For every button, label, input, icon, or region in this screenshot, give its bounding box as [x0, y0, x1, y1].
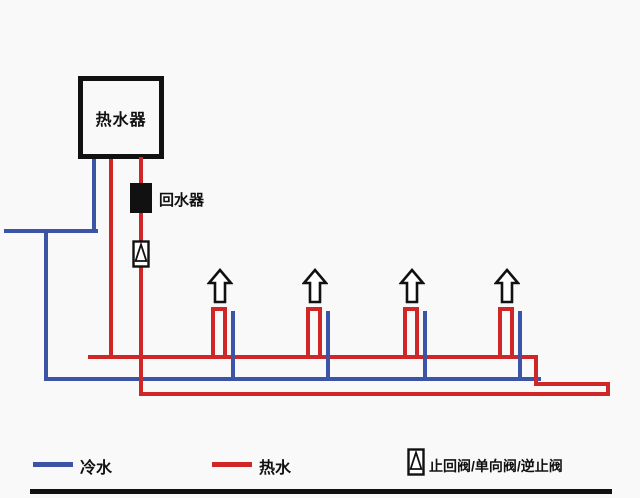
- flow-arrow-icon: [399, 268, 425, 304]
- legend-hot-swatch: [212, 462, 252, 467]
- hot-pipe-end-drop-2: [606, 382, 610, 396]
- return-water-device-label: 回水器: [159, 192, 205, 209]
- hot-pipe-end-link: [534, 382, 610, 386]
- hot-tap-riser-left: [403, 307, 407, 359]
- hot-pipe-end-drop: [534, 355, 538, 386]
- cold-tap-riser: [518, 311, 522, 381]
- cold-pipe-heater-inlet: [92, 159, 96, 233]
- hot-tap-riser-right: [223, 307, 227, 359]
- water-heater-box: 热水器: [78, 76, 164, 159]
- hot-tap-top: [498, 307, 514, 311]
- hot-tap-riser-right: [415, 307, 419, 359]
- cold-tap-riser: [326, 311, 330, 381]
- cold-pipe-supply-inlet: [4, 229, 98, 233]
- cold-tap-riser: [231, 311, 235, 381]
- hot-tap-riser-left: [211, 307, 215, 359]
- water-heater-label: 热水器: [95, 111, 147, 129]
- legend-cold-label: 冷水: [80, 460, 113, 477]
- hot-tap-riser-left: [498, 307, 502, 359]
- hot-pipe-heater-outlet: [109, 159, 113, 359]
- cold-pipe-drop: [44, 229, 48, 381]
- hot-pipe-returner-link: [139, 157, 143, 185]
- legend-valve-label: 止回阀/单向阀/逆止阀: [429, 458, 563, 474]
- hot-tap-top: [403, 307, 419, 311]
- hot-pipe-valve-link: [139, 211, 143, 243]
- legend-hot-label: 热水: [259, 460, 292, 477]
- check-valve-icon: [132, 240, 150, 268]
- flow-arrow-icon: [302, 268, 328, 304]
- hot-pipe-return-main: [139, 392, 610, 396]
- cold-tap-riser: [423, 311, 427, 381]
- flow-arrow-icon: [207, 268, 233, 304]
- bottom-rule: [30, 489, 612, 494]
- hot-pipe-return-riser: [139, 264, 143, 396]
- hot-tap-riser-right: [318, 307, 322, 359]
- cold-pipe-main: [44, 377, 541, 381]
- hot-tap-riser-left: [306, 307, 310, 359]
- hot-pipe-supply-main: [88, 355, 538, 359]
- return-water-device: [130, 183, 152, 213]
- legend-check-valve-icon: [407, 448, 425, 476]
- flow-arrow-icon: [494, 268, 520, 304]
- hot-tap-top: [306, 307, 322, 311]
- hot-tap-top: [211, 307, 227, 311]
- hot-tap-riser-right: [510, 307, 514, 359]
- legend-cold-swatch: [33, 462, 73, 467]
